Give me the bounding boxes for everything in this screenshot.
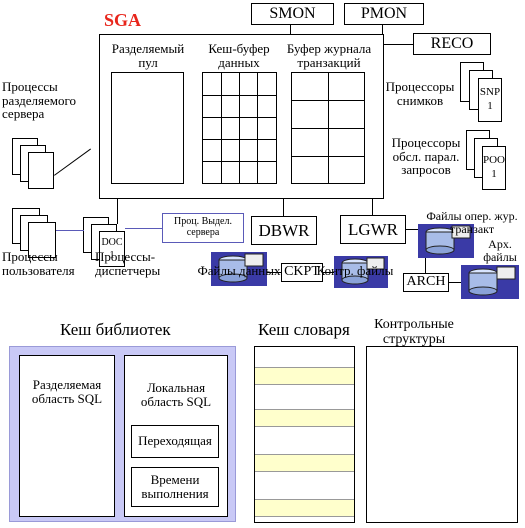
data-files-db-icon — [211, 252, 267, 286]
pmon-label: PMON — [360, 5, 408, 22]
user-processes-label: Процессы пользователя — [2, 249, 75, 278]
dispatchers-label: Процессы-диспетчеры — [95, 249, 161, 278]
archive-files-db-icon — [461, 265, 519, 299]
library-cache-title: Кеш библиотек — [60, 320, 171, 339]
ckpt-right-line — [323, 272, 335, 273]
transient-box: Переходящая — [131, 425, 219, 458]
doc-label: DOC — [101, 237, 123, 248]
shared-server-processes-label: Процессы разделяемого сервера — [2, 79, 77, 122]
pmon-connector — [382, 25, 383, 35]
dispatcher-to-sga-line — [117, 199, 118, 224]
poo-number: 1 — [491, 168, 497, 180]
ckpt-label: CKPT — [284, 264, 320, 279]
arch-box: ARCH — [403, 273, 449, 292]
server-process-box: Проц. Выдел. сервера — [162, 213, 244, 243]
lgwr-box: LGWR — [340, 215, 406, 244]
buffer-cache-grid — [202, 72, 277, 184]
sga-title: SGA — [104, 10, 142, 30]
dbwr-box: DBWR — [251, 216, 317, 245]
doc-number: 1 — [109, 250, 115, 261]
ckpt-box: CKPT — [281, 263, 323, 282]
user-to-dispatcher-line — [56, 230, 84, 231]
control-files-label: Контр. файлы — [316, 263, 394, 278]
runtime-label: Времени выполнения — [141, 472, 209, 501]
lgwr-connector — [372, 199, 373, 215]
snp-number: 1 — [487, 100, 493, 112]
dictionary-cache-title: Кеш словаря — [258, 320, 350, 339]
lgwr-to-redo-line — [406, 229, 418, 230]
buffer-cache-label: Кеш-буфер данных — [208, 41, 270, 70]
reco-label: RECO — [430, 35, 474, 52]
shared-sql-box: Разделяемая область SQL — [19, 355, 115, 517]
arch-label: ARCH — [406, 274, 446, 289]
shared-pool-box — [111, 72, 184, 184]
server-process-label: Проц. Выдел. сервера — [174, 216, 232, 238]
archive-files-label: Арх. файлы — [483, 237, 517, 264]
smon-connector — [290, 25, 291, 35]
dispatcher-to-server-line — [125, 228, 162, 229]
user-process-doc-3 — [28, 222, 56, 258]
local-sql-label: Локальная область SQL — [140, 380, 212, 409]
poo-doc-3: POO 1 — [482, 146, 506, 190]
dictionary-row — [255, 409, 354, 427]
smon-box: SMON — [251, 3, 334, 25]
arch-to-redo-line — [425, 258, 426, 273]
pmon-box: PMON — [344, 3, 424, 25]
dictionary-row — [255, 499, 354, 517]
dispatcher-doc-3: DOC 1 — [99, 231, 125, 267]
shared-pool-label: Разделяемый пул — [111, 41, 185, 70]
snp-label: SNP — [479, 86, 501, 98]
shared-server-doc-3 — [28, 152, 54, 189]
ckpt-left-line — [267, 272, 281, 273]
snapshot-processors-label: Процессоры снимков — [385, 79, 455, 108]
arch-to-archive-line — [449, 282, 461, 283]
redo-log-files-label: Файлы опер. жур. транзакт — [426, 209, 518, 236]
runtime-box: Времени выполнения — [131, 467, 219, 507]
shared-server-connector — [54, 148, 91, 176]
shared-sql-label: Разделяемая область SQL — [31, 377, 103, 406]
dbwr-connector — [283, 199, 284, 216]
reco-connector — [384, 44, 413, 45]
snp-doc-3: SNP 1 — [478, 78, 502, 122]
transient-label: Переходящая — [138, 433, 212, 448]
smon-label: SMON — [269, 5, 316, 22]
lgwr-label: LGWR — [347, 220, 399, 239]
control-structures-box — [366, 346, 518, 523]
poo-label: POO — [483, 154, 506, 166]
dictionary-row — [255, 454, 354, 472]
dictionary-cache-box — [254, 346, 355, 523]
control-files-db-icon — [334, 256, 388, 288]
data-files-label: Файлы данных — [197, 263, 281, 278]
dictionary-row — [255, 367, 354, 385]
control-structures-title: Контрольные структуры — [374, 317, 454, 347]
reco-box: RECO — [413, 33, 491, 55]
parallel-query-processors-label: Процессоры обсл. парал. запросов — [391, 135, 461, 178]
dbwr-label: DBWR — [258, 221, 310, 240]
redo-buffer-label: Буфер журнала транзакций — [286, 41, 372, 70]
redo-log-files-db-icon — [418, 224, 474, 258]
redo-buffer-grid — [291, 72, 365, 184]
